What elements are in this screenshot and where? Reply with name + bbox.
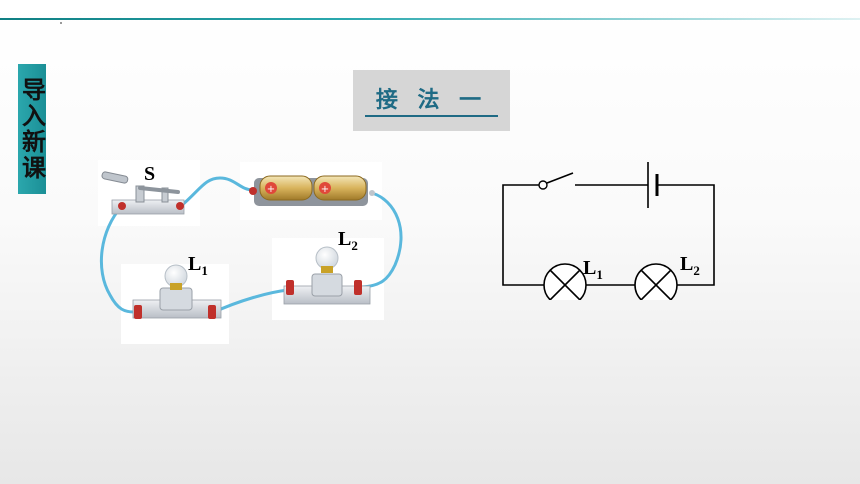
lamp2-symbol-icon (634, 263, 678, 300)
lamp1-symbol-icon (543, 263, 587, 300)
switch-device (101, 171, 185, 215)
top-accent-line (0, 18, 860, 20)
battery-device: + + (249, 175, 375, 206)
circuit-photo: S + + L1 L2 (98, 160, 403, 344)
svg-text:+: + (267, 184, 275, 195)
lamp2-photo-label: L2 (338, 228, 358, 253)
svg-text:+: + (321, 184, 329, 195)
circuit-schematic: L1 L2 (502, 162, 715, 300)
decorative-dot (60, 22, 62, 24)
title-underline (365, 115, 498, 117)
schematic-wires (502, 172, 715, 286)
section-tab: 导入新课 (18, 64, 46, 194)
section-tab-label: 导入新课 (17, 77, 46, 181)
lamp1-schematic-label: L1 (583, 257, 603, 282)
lamp1-device (132, 264, 222, 319)
lamp2-device (283, 246, 371, 305)
switch-label: S (144, 163, 155, 185)
page-title: 接 法 一 (375, 88, 488, 113)
wires (99, 176, 403, 315)
switch-contact-icon (538, 180, 548, 190)
title-box: 接 法 一 (353, 70, 510, 131)
lamp1-photo-label: L1 (188, 253, 208, 278)
lamp2-schematic-label: L2 (680, 253, 700, 278)
